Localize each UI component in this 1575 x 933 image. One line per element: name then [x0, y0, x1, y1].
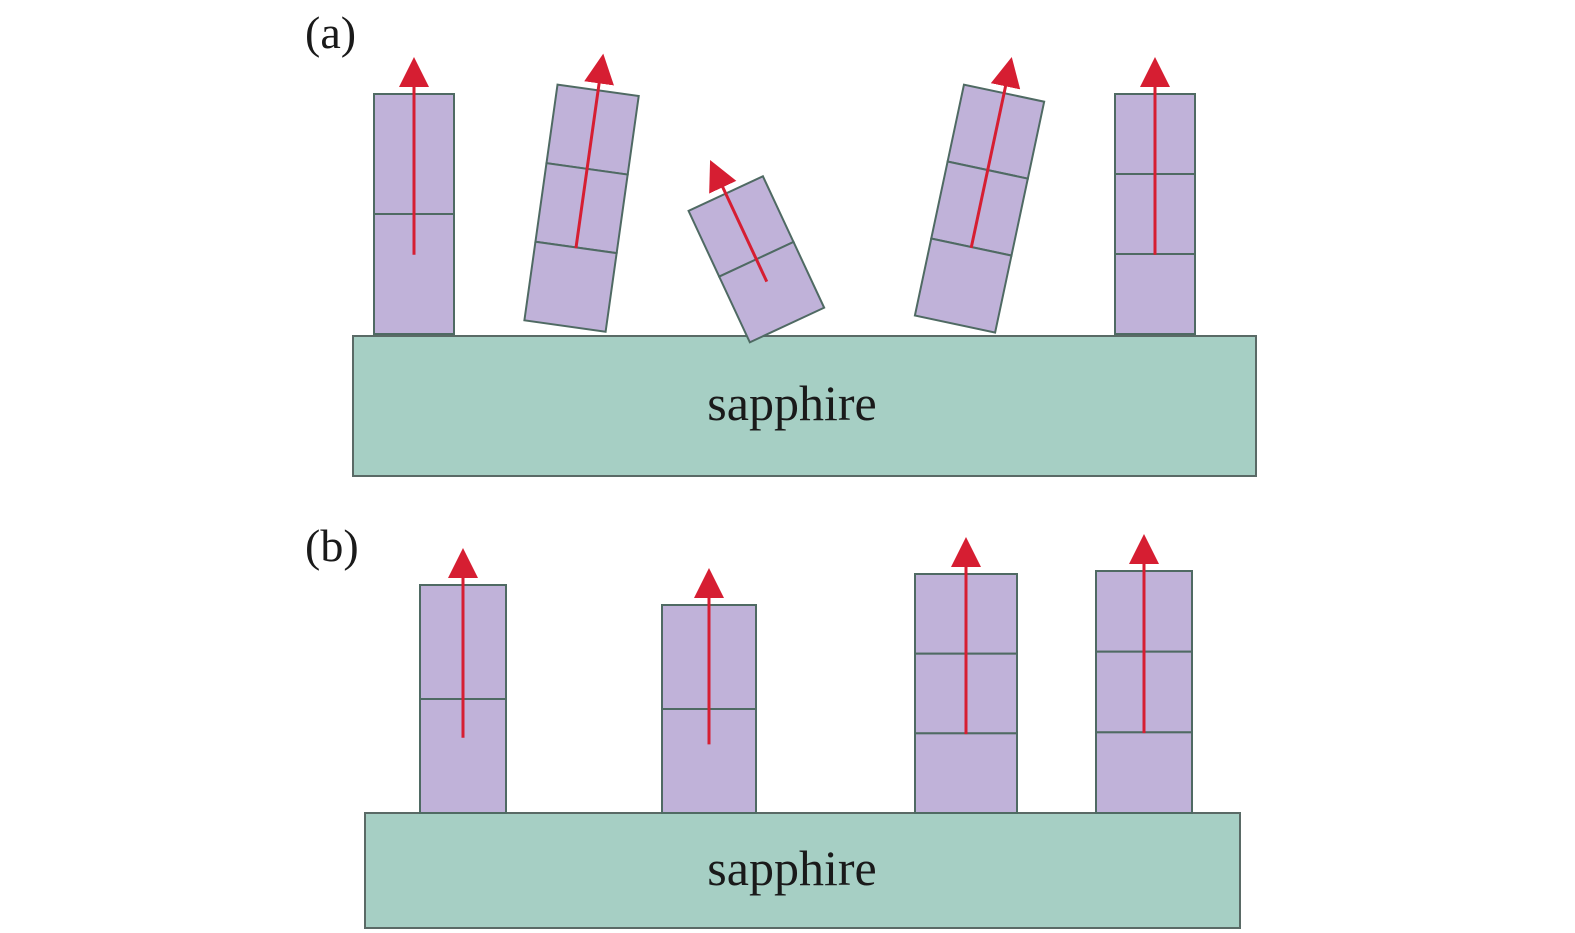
panel-a-crystal-5-segment-3 [1114, 253, 1196, 335]
panel-a-crystal-4 [913, 56, 1046, 334]
panel-b-crystals [419, 534, 1193, 814]
panel-a-crystal-4-c-axis-arrow [969, 56, 1021, 249]
panel-b-label: (b) [305, 520, 359, 571]
panel-b-crystal-3 [914, 537, 1018, 814]
panel-a-crystal-2-segment-3 [523, 240, 618, 333]
panel-a-crystal-3 [687, 160, 826, 344]
panel-a-crystal-1 [373, 57, 455, 335]
panel-a: (a) sapphire [305, 7, 1257, 477]
panel-a-sapphire-substrate [352, 335, 1257, 477]
panel-b-crystal-1 [419, 548, 507, 814]
panel-b-sapphire-substrate [364, 812, 1241, 929]
panel-b-crystal-2 [661, 568, 757, 814]
panel-a-crystals [373, 53, 1196, 344]
panel-a-crystal-2-c-axis-arrow [574, 53, 614, 249]
panel-b-crystal-3-segment-3 [914, 732, 1018, 814]
panel-b-crystal-4-segment-3 [1095, 731, 1193, 814]
panel-a-crystal-4-segment-3 [913, 237, 1013, 334]
panel-b: (b) sapphire [305, 520, 1241, 929]
panel-a-crystal-5 [1114, 57, 1196, 335]
panel-b-substrate-label: sapphire [707, 840, 876, 896]
panel-b-crystal-4 [1095, 534, 1193, 814]
panel-a-substrate-label: sapphire [707, 375, 876, 431]
panel-a-crystal-3-c-axis-arrow [709, 160, 769, 283]
panel-a-crystal-2 [523, 53, 640, 333]
panel-a-label: (a) [305, 7, 356, 58]
